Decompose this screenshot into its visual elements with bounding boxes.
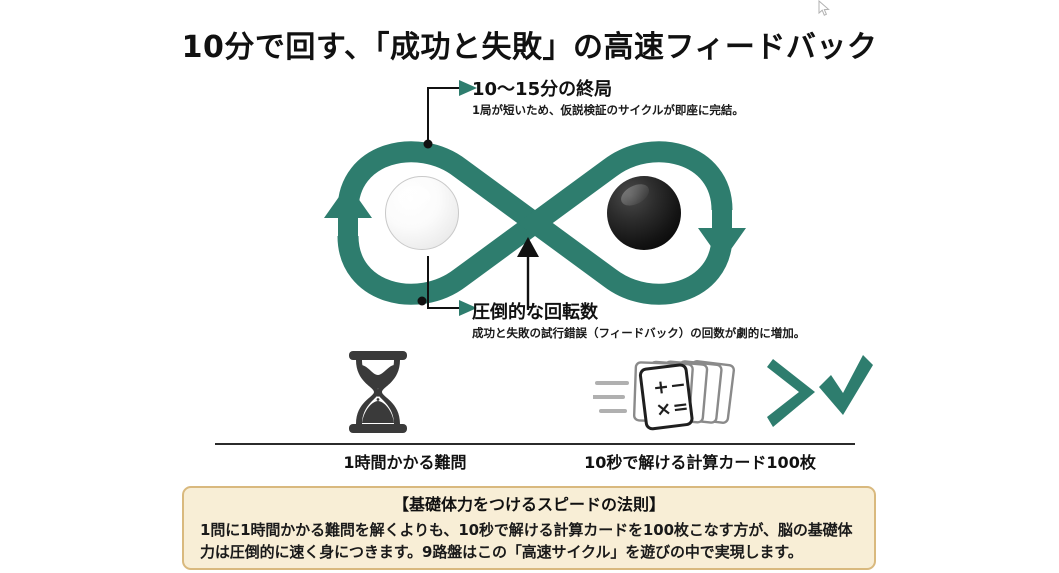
mouse-cursor-icon	[818, 0, 830, 16]
loop-anchor-dot-bottom	[417, 296, 427, 306]
callout-top: 10〜15分の終局 1局が短いため、仮説検証のサイクルが即座に完結。	[472, 79, 744, 117]
svg-text:−: −	[669, 373, 687, 397]
comparison-divider	[215, 443, 855, 445]
connector-arrow-top-icon	[459, 80, 477, 96]
comparison-row: + − × = 1時間かかる難問 10秒で解ける計算カード100枚	[215, 345, 873, 472]
loop-right-band	[517, 141, 733, 305]
loop-anchor-dot-top	[423, 139, 433, 149]
summary-note-box: 【基礎体力をつけるスピードの法則】 1問に1時間かかる難問を解くよりも、10秒で…	[182, 486, 876, 570]
white-go-stone	[385, 176, 459, 250]
svg-text:=: =	[671, 395, 689, 419]
callout-connector-center	[517, 237, 539, 310]
motion-lines	[593, 381, 629, 413]
callout-bottom-heading: 圧倒的な回転数	[472, 302, 598, 323]
infinity-cycle-diagram	[300, 118, 770, 328]
callout-connector-top	[427, 80, 477, 140]
infinity-loop-svg	[324, 139, 746, 306]
callout-top-heading: 10〜15分の終局	[472, 79, 613, 100]
comparison-caption-left: 1時間かかる難問	[343, 453, 467, 472]
page-title: 10分で回す、「成功と失敗」の高速フィードバック	[181, 30, 878, 65]
connector-arrow-bottom-icon	[459, 300, 477, 316]
black-go-stone	[607, 176, 681, 250]
callout-bottom-detail: 成功と失敗の試行錯誤（フィードバック）の回数が劇的に増加。	[472, 325, 806, 340]
check-mark-icon	[767, 355, 873, 427]
hourglass-icon	[349, 351, 407, 433]
svg-text:+: +	[652, 376, 670, 400]
callout-connector-bottom	[427, 256, 477, 316]
connector-arrow-center-icon	[517, 237, 539, 257]
chevron-right-icon	[767, 359, 815, 427]
loop-left-arrowhead-icon	[324, 184, 372, 238]
callout-bottom: 圧倒的な回転数 成功と失敗の試行錯誤（フィードバック）の回数が劇的に増加。	[472, 302, 806, 340]
callout-top-detail: 1局が短いため、仮説検証のサイクルが即座に完結。	[472, 102, 744, 117]
svg-text:×: ×	[654, 397, 672, 421]
summary-note-title: 【基礎体力をつけるスピードの法則】	[392, 495, 665, 514]
calculation-cards-icon: + − × =	[593, 360, 736, 431]
loop-right-arrowhead-icon	[698, 208, 746, 262]
summary-note-line1: 1問に1時間かかる難問を解くよりも、10秒で解ける計算カードを100枚こなす方が…	[200, 520, 853, 539]
summary-note-line2: 力は圧倒的に速く身につきます。9路盤はこの「高速サイクル」を遊びの中で実現します…	[200, 543, 803, 562]
comparison-caption-right: 10秒で解ける計算カード100枚	[584, 453, 816, 472]
